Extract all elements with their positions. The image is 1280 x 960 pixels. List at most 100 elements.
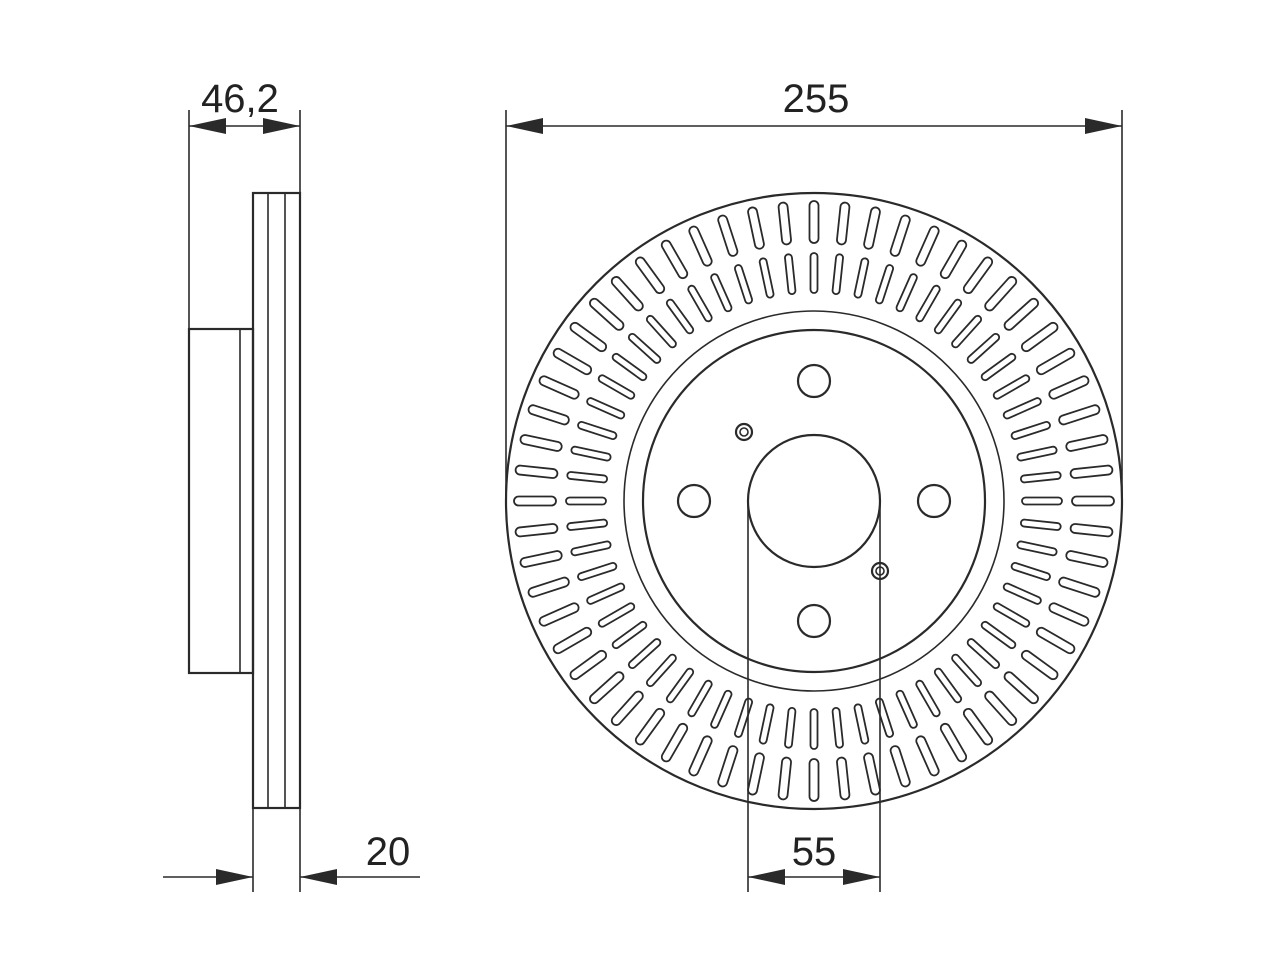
arrowhead — [843, 869, 880, 885]
disc-inner-ring — [623, 310, 1005, 692]
vent-slot-inner — [566, 518, 609, 531]
vent-slot-outer — [1035, 347, 1076, 376]
vent-slot-outer — [552, 347, 593, 376]
vent-slot-outer — [962, 256, 994, 295]
vent-slot-outer — [1069, 464, 1114, 479]
vent-slot-inner — [586, 582, 626, 605]
vent-slot-inner — [586, 397, 626, 420]
vent-slot-outer — [1069, 523, 1114, 538]
vent-slot-inner — [645, 314, 677, 349]
arrowhead — [1085, 118, 1122, 134]
vent-slot-inner — [915, 679, 941, 718]
vent-slot-outer — [538, 375, 580, 400]
vent-slot-outer — [836, 201, 851, 246]
vent-slot-outer — [527, 404, 570, 426]
stud-hole-left — [676, 483, 712, 519]
vent-slot-outer — [808, 200, 820, 244]
vent-slot-outer — [962, 707, 994, 746]
vent-slot-inner — [734, 697, 753, 738]
vent-slot-inner — [1016, 445, 1058, 462]
vent-slot-outer — [747, 206, 765, 250]
vent-slot-inner — [758, 703, 775, 745]
vent-slot-inner — [665, 667, 695, 704]
dim-label-outer-diameter: 255 — [783, 77, 850, 121]
vent-slot-inner — [758, 257, 775, 299]
dim-label-overall-height: 46,2 — [201, 77, 279, 121]
side-view: 46,2 20 — [163, 77, 420, 892]
vent-slots — [513, 200, 1115, 802]
vent-slot-inner — [1010, 562, 1051, 581]
vent-slot-inner — [853, 257, 870, 299]
vent-slot-inner — [687, 679, 713, 718]
vent-slot-inner — [597, 374, 636, 400]
vent-slot-outer — [589, 297, 625, 331]
vent-slot-outer — [1065, 550, 1109, 568]
vent-slot-inner — [1010, 421, 1051, 440]
vent-slot-inner — [1021, 496, 1063, 506]
vent-slot-outer — [634, 707, 666, 746]
centre-bore — [746, 433, 882, 569]
vent-slot-inner — [645, 653, 677, 688]
stud-hole-bottom — [796, 603, 832, 639]
vent-slot-inner — [980, 620, 1017, 650]
vent-slot-outer — [808, 758, 820, 802]
arrowhead — [189, 118, 226, 134]
vent-slot-outer — [1071, 495, 1115, 507]
hub-hat-outline — [641, 328, 987, 674]
vent-slot-outer — [863, 206, 881, 250]
arrowhead — [506, 118, 543, 134]
vent-slot-outer — [552, 626, 593, 655]
vent-slot-inner — [895, 689, 918, 729]
vent-slot-inner — [895, 273, 918, 313]
vent-slot-outer — [1003, 297, 1039, 331]
vent-slot-outer — [717, 214, 739, 257]
vent-slot-inner — [710, 689, 733, 729]
vent-slot-inner — [951, 653, 983, 688]
vent-slot-outer — [939, 239, 968, 280]
vent-slot-inner — [951, 314, 983, 349]
vent-slot-inner — [784, 253, 797, 296]
vent-slot-inner — [577, 421, 618, 440]
arrowhead — [263, 118, 300, 134]
vent-slot-inner — [853, 703, 870, 745]
vent-slot-outer — [688, 735, 713, 777]
vent-slot-inner — [565, 496, 607, 506]
vent-slot-outer — [915, 225, 940, 267]
vent-slot-outer — [889, 214, 911, 257]
vent-slot-outer — [1065, 434, 1109, 452]
vent-slot-outer — [1020, 649, 1059, 681]
vent-slot-inner — [875, 264, 894, 305]
vent-slot-outer — [1058, 404, 1101, 426]
vent-slot-outer — [1020, 321, 1059, 353]
vent-slot-inner — [570, 445, 612, 462]
vent-slot-outer — [777, 201, 792, 246]
vent-slot-inner — [597, 602, 636, 628]
vent-slot-outer — [915, 735, 940, 777]
locating-hole-upper-left — [734, 422, 754, 442]
vent-slot-outer — [1003, 671, 1039, 705]
vent-slot-outer — [519, 434, 563, 452]
vent-slot-inner — [784, 706, 797, 749]
vent-slot-inner — [734, 264, 753, 305]
vent-slot-outer — [538, 602, 580, 627]
vent-slot-outer — [777, 756, 792, 801]
dim-label-centre-bore: 55 — [792, 830, 837, 874]
vent-slot-outer — [836, 756, 851, 801]
vent-slot-inner — [992, 374, 1031, 400]
vent-slot-outer — [514, 523, 559, 538]
vent-slot-outer — [569, 321, 608, 353]
vent-slot-inner — [611, 352, 648, 382]
vent-slot-inner — [1016, 540, 1058, 557]
front-view: 255 55 — [504, 77, 1124, 892]
vent-slot-inner — [1002, 582, 1042, 605]
vent-slot-inner — [665, 298, 695, 335]
vent-slot-inner — [980, 352, 1017, 382]
vent-slot-inner — [710, 273, 733, 313]
vent-slot-outer — [527, 576, 570, 598]
vent-slot-inner — [570, 540, 612, 557]
vent-slot-outer — [863, 752, 881, 796]
vent-slot-inner — [577, 562, 618, 581]
stud-hole-top — [796, 363, 832, 399]
vent-slot-outer — [984, 690, 1018, 726]
vent-slot-outer — [610, 690, 644, 726]
